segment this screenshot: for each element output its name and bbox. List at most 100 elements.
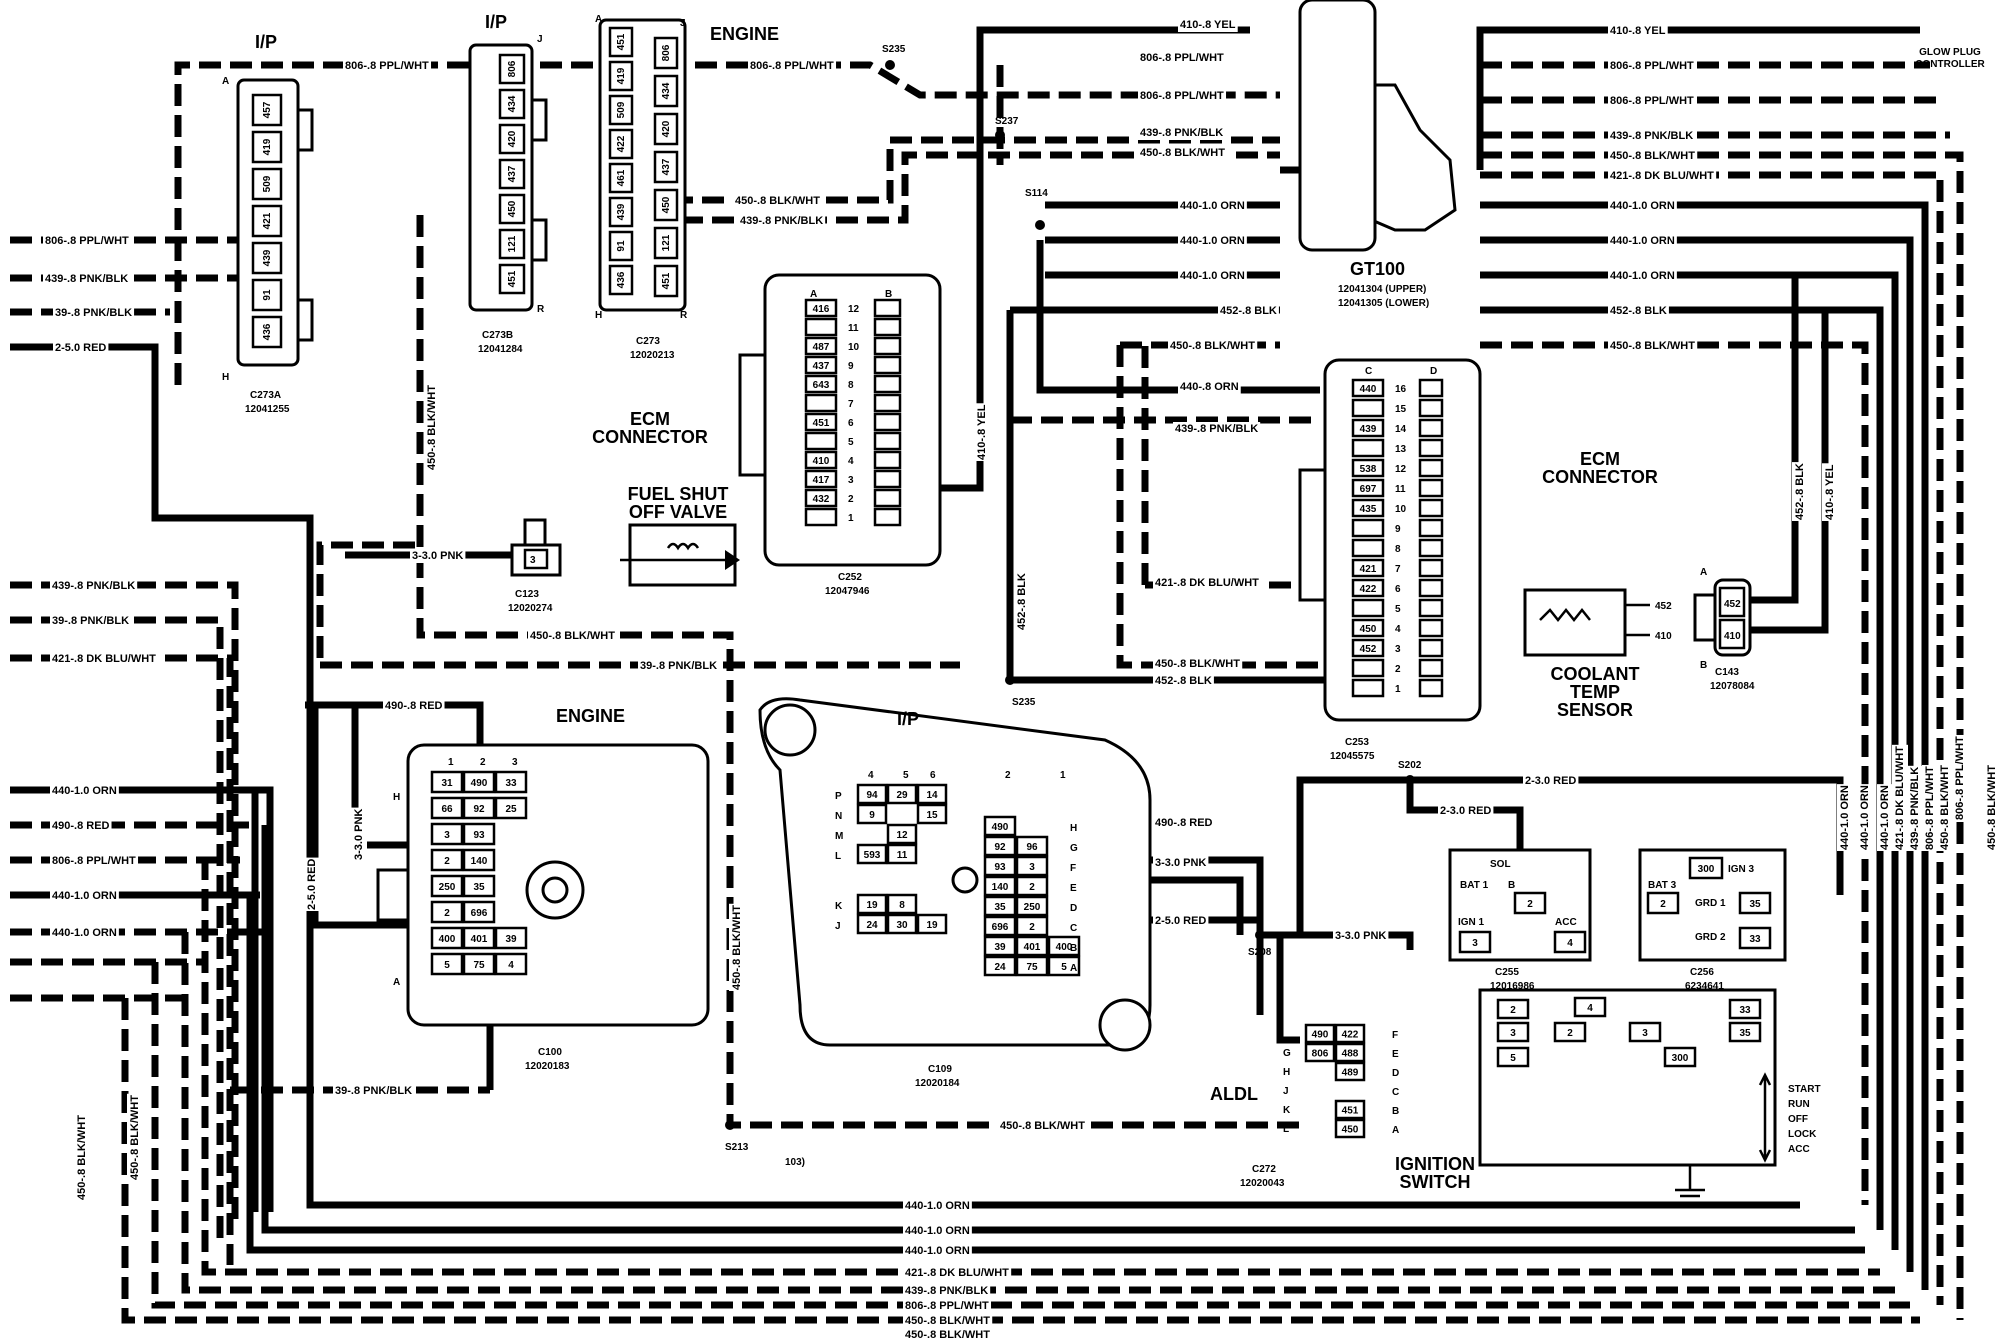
c109-col: 1 (1060, 770, 1066, 781)
wire-label-bg (343, 59, 432, 73)
wire-label-bg (43, 272, 131, 286)
c256-pin-2: 2 (1660, 899, 1666, 910)
c273b-pin: 451 (507, 270, 518, 287)
c253-number: 2 (1395, 664, 1401, 675)
c252-pin-b (873, 469, 902, 489)
wire-label-bg (1837, 784, 1853, 851)
wire-label-w410_yel_top: 410-.8 YEL (1180, 19, 1236, 31)
c109-pin-right: 401 (1024, 942, 1041, 953)
c100-pin: 66 (441, 804, 453, 815)
c109-pin-left: 15 (926, 810, 938, 821)
c109-pin-right-box (1015, 835, 1049, 857)
c273-pin-left-box (608, 128, 634, 160)
c109-pin-left: 12 (896, 830, 908, 841)
ign-switch-term-box (1628, 1021, 1662, 1043)
c273-pin-right-box (653, 226, 679, 260)
c252-pin-b (873, 355, 902, 375)
wire-label-w2_c255: 2-3.0 RED (1440, 805, 1491, 817)
c273-part: 12020213 (630, 350, 675, 361)
c252-pin-b (873, 488, 902, 508)
wire-label-bg (74, 1113, 90, 1201)
wire-label-bg (50, 614, 132, 628)
wire-label-bg (903, 1314, 993, 1328)
c109-pin-right-box (1015, 895, 1049, 917)
wire-label-vr9: 450-.8 BLK/WHT (1986, 765, 1998, 850)
ign-switch-term: 300 (1672, 1053, 1689, 1064)
c100-end-a: A (393, 977, 400, 988)
c109-pin-left: 593 (864, 850, 881, 861)
wire-label-bg (1984, 763, 2000, 851)
c272-row: C (1392, 1087, 1399, 1098)
wire-label-w806_top3: 806-.8 PPL/WHT (1140, 90, 1224, 102)
wire-label-bg (1608, 24, 1668, 38)
c252-pin-b (873, 317, 902, 337)
c100-pin-box (430, 770, 464, 794)
c109-pin-right: 2 (1029, 922, 1035, 933)
c273-pin-right-box (653, 36, 679, 70)
wire-label-w421: 421-.8 DK BLU/WHT (52, 653, 156, 665)
wire-label-bg (903, 1328, 993, 1342)
c109-pin-left-box (886, 843, 918, 865)
c272-part: 12020043 (1240, 1178, 1285, 1189)
gt100-upper-part: 12041304 (UPPER) (1338, 284, 1426, 295)
c253-pin-empty (1351, 658, 1385, 678)
c256-grd2: GRD 2 (1695, 932, 1726, 943)
c255-pin-2-box (1513, 891, 1547, 915)
wire-label-w439_ecm: 439-.8 PNK/BLK (1175, 423, 1258, 435)
wire-label-bg (1438, 804, 1494, 818)
c273b-pin-box (498, 88, 526, 120)
c100-pin-box (430, 926, 464, 950)
wire-label-r440a: 440-1.0 ORN (1610, 200, 1675, 212)
c100-pin: 696 (471, 908, 488, 919)
c109-pin-left: 8 (899, 900, 905, 911)
wire-label-b6: 806-.8 PPL/WHT (905, 1300, 989, 1312)
c109-pin-right: 3 (1029, 862, 1035, 873)
c252-number: 4 (848, 456, 854, 467)
c253-pin-box (1351, 498, 1385, 518)
c272-row: E (1392, 1049, 1399, 1060)
wire-label-r450b: 450-.8 BLK/WHT (1610, 340, 1695, 352)
c109-row-right: F (1070, 863, 1076, 874)
c256-grd1: GRD 1 (1695, 898, 1726, 909)
wire-label-w440_orn: 440-1.0 ORN (52, 785, 117, 797)
c272-pin: 422 (1342, 1030, 1359, 1041)
c143-part: 12078084 (1710, 681, 1755, 692)
c123-pin: 3 (530, 555, 536, 566)
c253-pin: 450 (1360, 624, 1377, 635)
c273-pin-left: 91 (616, 240, 627, 252)
c273-pin-left: 436 (616, 271, 627, 288)
c109-row-right: E (1070, 883, 1077, 894)
wire-label-w450_c109_v: 450-.8 BLK/WHT (731, 905, 743, 990)
c273-pin-left: 509 (616, 101, 627, 118)
ign-switch-term: 4 (1587, 1003, 1593, 1014)
c109-row-left: K (835, 901, 843, 912)
wire-label-w450_mid: 450-.8 BLK/WHT (530, 630, 615, 642)
c255-pin-2: 2 (1527, 899, 1533, 910)
splice-s235: S235 (882, 44, 906, 55)
c273-pin-left-box (608, 94, 634, 126)
wire-label-w439_pnk_blk: 439-.8 PNK/BLK (52, 580, 135, 592)
c252-pin: 416 (813, 304, 830, 315)
c273-pin-left: 419 (616, 67, 627, 84)
c252-pin-empty (804, 317, 838, 337)
c273b-pin-box (498, 228, 526, 260)
c253-pin-empty (1351, 538, 1385, 558)
wire-label-w440_s114a: 440-1.0 ORN (1180, 200, 1245, 212)
wire-label-bg (903, 1224, 972, 1238)
ign-position-acc: ACC (1788, 1144, 1810, 1155)
c273-pin-left-box (608, 26, 634, 58)
splice-s202: S202 (1398, 760, 1422, 771)
c100-pin: 400 (439, 934, 456, 945)
c253-pin-d (1418, 658, 1444, 678)
c252-pin-box (804, 469, 838, 489)
c252-number: 10 (848, 342, 860, 353)
splices (725, 60, 1415, 1130)
wire-label-bg (1937, 763, 1953, 851)
c252-number: 3 (848, 475, 854, 486)
c253-pin-empty (1351, 398, 1385, 418)
c252-pin-box (804, 488, 838, 508)
wire-label-bg (903, 1284, 991, 1298)
